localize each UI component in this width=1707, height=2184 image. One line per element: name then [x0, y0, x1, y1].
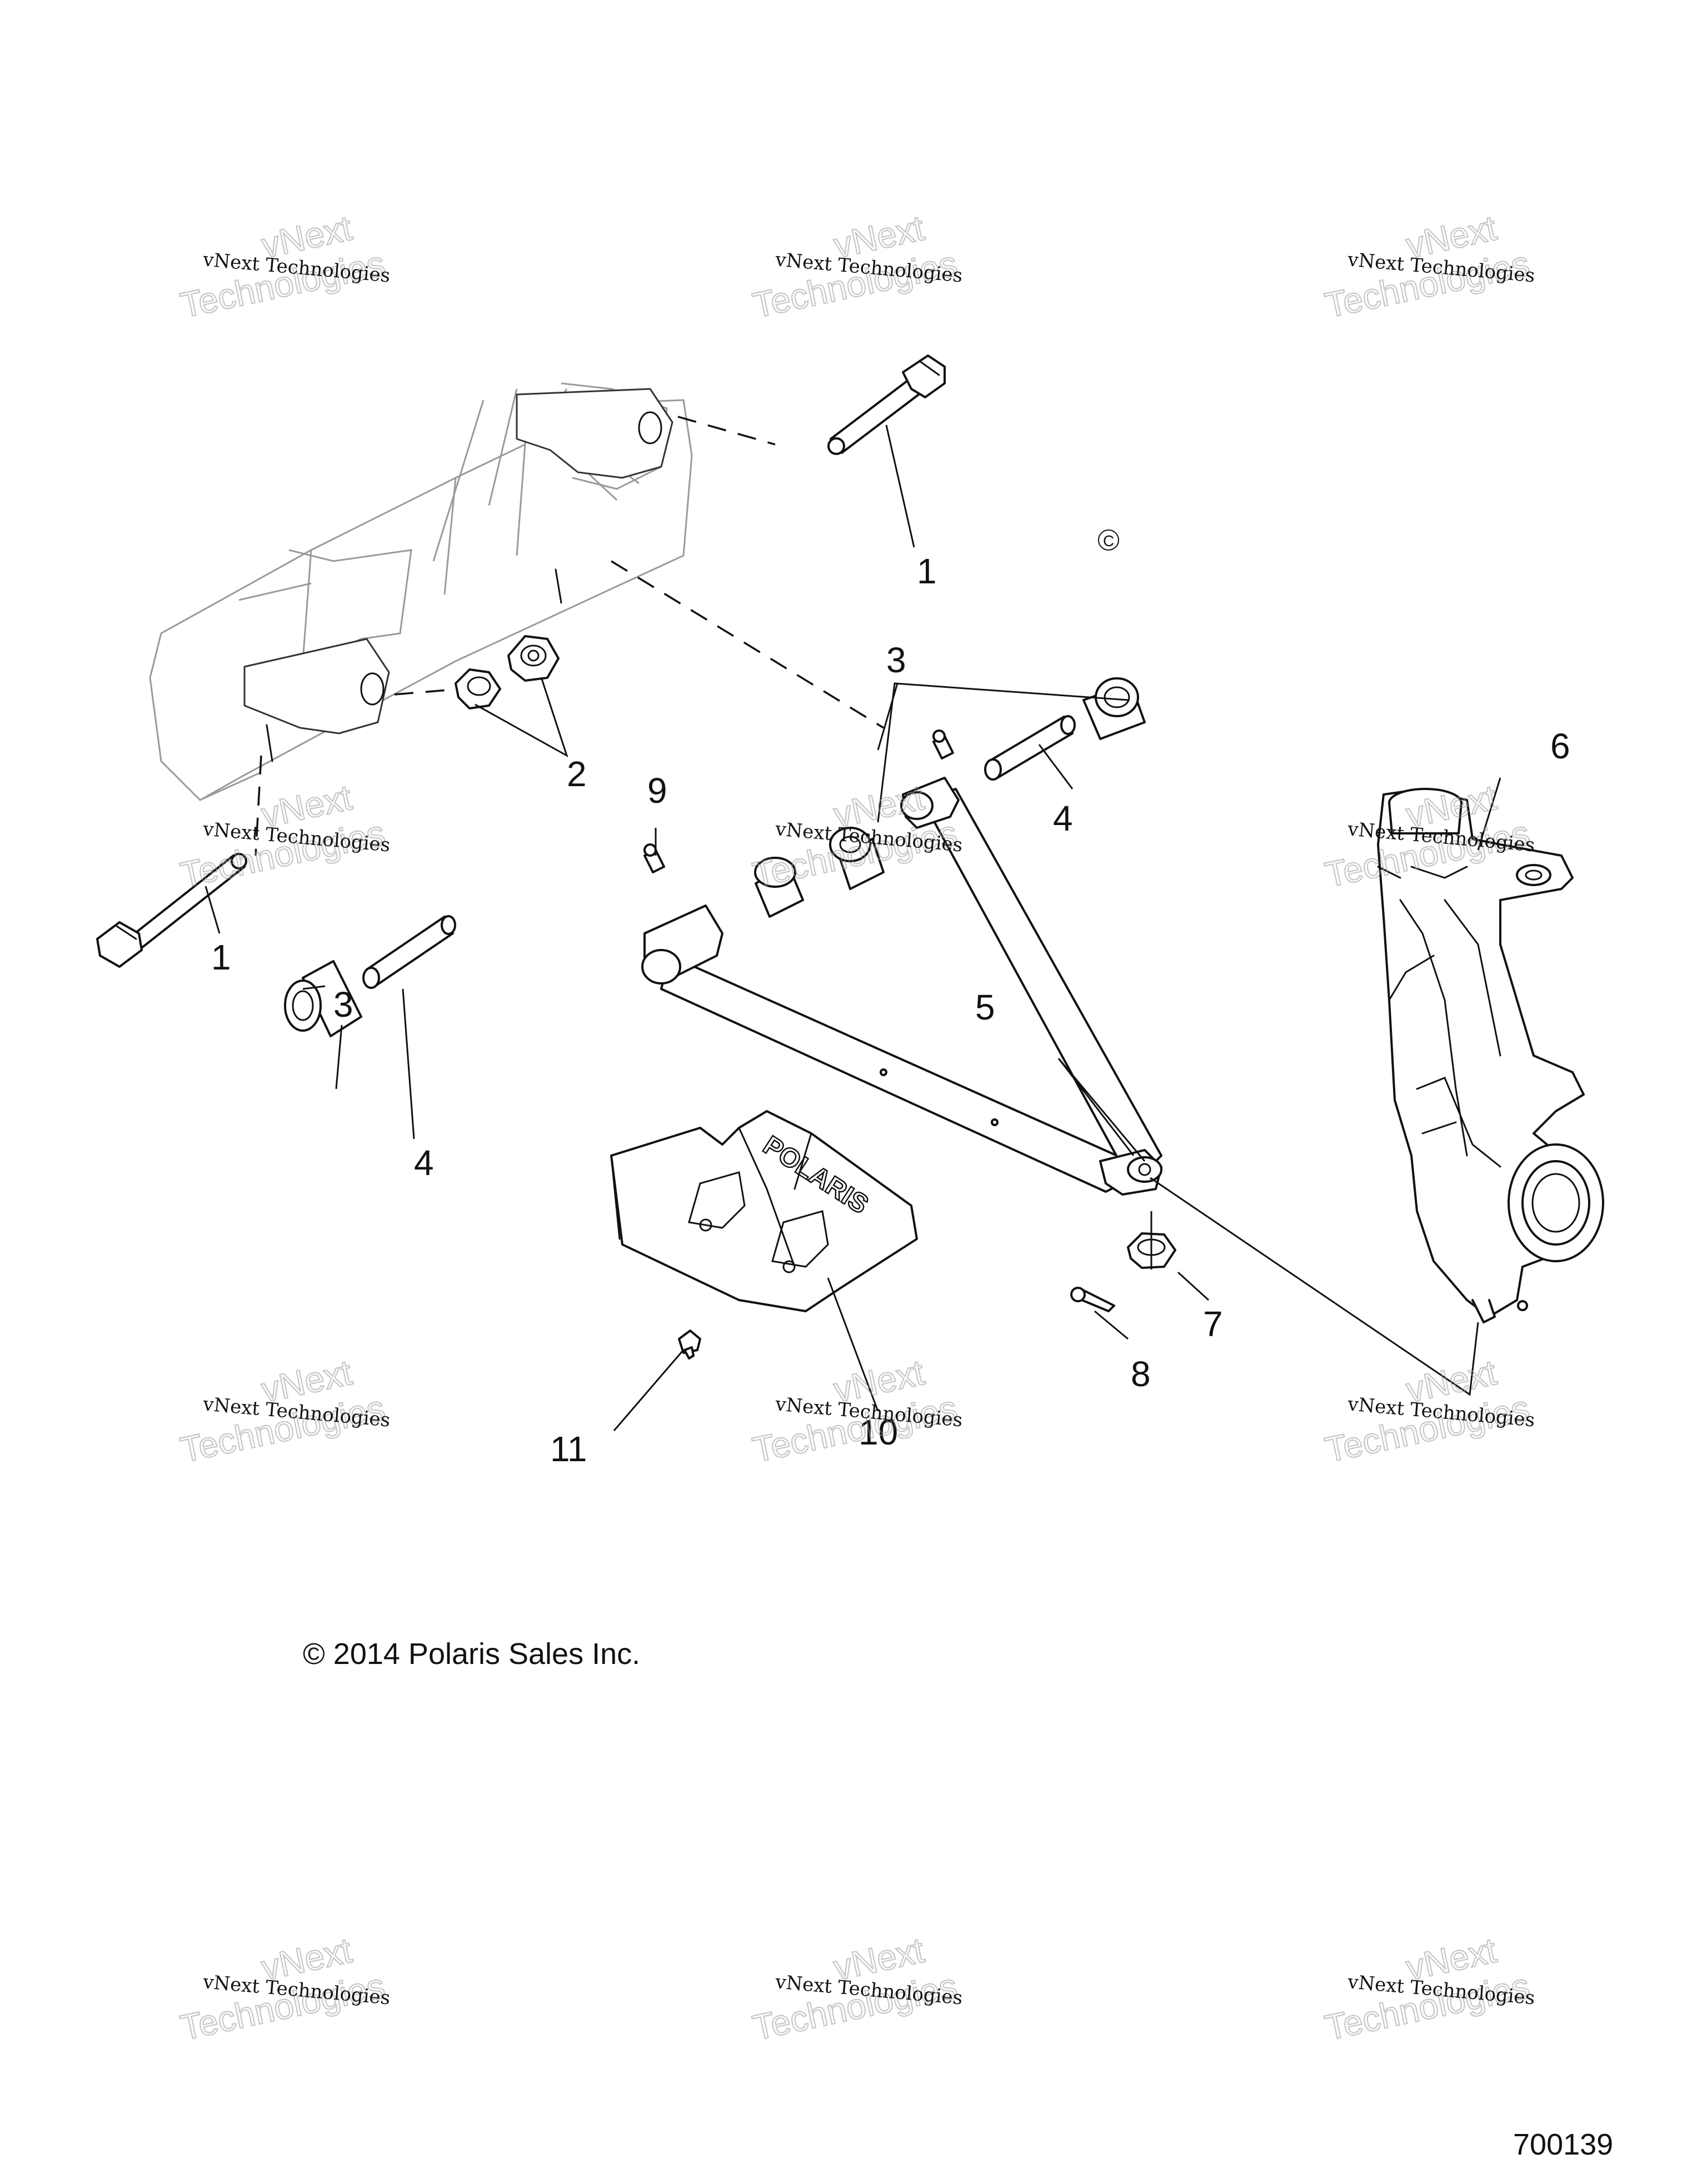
callout-labels: 1 2 1 3 4 9 3 4 5 6 7 8 10 11	[211, 551, 1570, 1469]
bolt-upper	[827, 354, 946, 455]
callout-7: 7	[1203, 1304, 1223, 1344]
callout-leaders	[204, 424, 1501, 1431]
copyright-notice: © 2014 Polaris Sales Inc.	[303, 1637, 640, 1671]
callout-2: 2	[567, 754, 587, 794]
callout-8: 8	[1131, 1354, 1151, 1394]
skid-plate: POLARIS	[610, 1110, 918, 1312]
callout-6: 6	[1550, 726, 1570, 766]
callout-11: 11	[550, 1429, 587, 1469]
diagram-number: 700139	[1513, 2128, 1613, 2161]
steering-knuckle	[1377, 788, 1604, 1323]
assembly-guide-lines	[254, 416, 884, 856]
a-arm	[641, 777, 1162, 1196]
bushing-and-sleeve-left	[284, 915, 456, 1037]
callout-4-right: 4	[1053, 798, 1073, 838]
lock-nuts	[455, 635, 560, 709]
callout-5: 5	[975, 987, 995, 1027]
cotter-pin	[1070, 1287, 1115, 1312]
vehicle-frame	[149, 382, 693, 801]
callout-3-left: 3	[333, 984, 353, 1024]
callout-1-lower: 1	[211, 937, 231, 977]
callout-10: 10	[859, 1412, 898, 1452]
callout-9: 9	[647, 771, 667, 811]
copyright-mark-letter: C	[1103, 532, 1114, 549]
callout-3-right: 3	[886, 640, 906, 680]
callout-1-upper: 1	[917, 551, 937, 591]
callout-4-left: 4	[414, 1143, 434, 1183]
copyright-mark: C	[1098, 529, 1119, 551]
a-arm-bushings	[754, 827, 885, 918]
skid-plate-bolt	[678, 1330, 701, 1360]
bolt-lower	[96, 853, 247, 968]
grease-fittings	[643, 729, 954, 873]
bushing-and-sleeve-right	[984, 677, 1146, 781]
